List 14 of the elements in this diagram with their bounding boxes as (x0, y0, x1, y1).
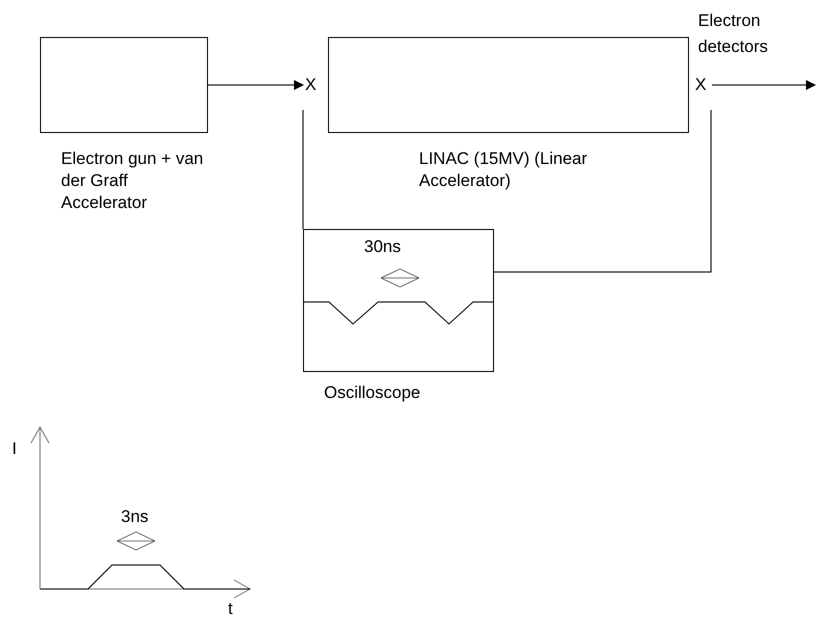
connector-line (302, 110, 304, 230)
detector-caption: Electron detectors (698, 10, 769, 58)
node-label: Oscilloscope (324, 382, 422, 404)
axis-label: t (228, 598, 233, 620)
axis-label: I (12, 438, 17, 460)
arrow (208, 80, 304, 90)
node-label: Electron gun + van der Graff Accelerator (61, 148, 204, 214)
arrow (712, 80, 816, 90)
time-label: 30ns (364, 236, 402, 258)
node-label: LINAC (15MV) (Linear Accelerator) (419, 148, 588, 192)
connector-line (494, 110, 712, 272)
detector-label: X (695, 74, 708, 96)
detector-label: X (305, 74, 318, 96)
time-label: 3ns (121, 506, 148, 528)
